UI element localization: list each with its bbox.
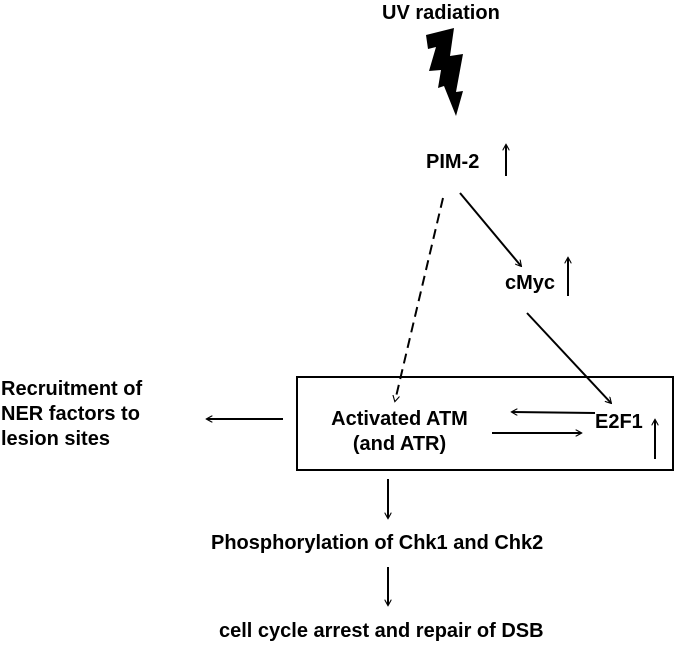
cmyc-label: cMyc: [505, 272, 556, 294]
chk-phosphorylation-label: Phosphorylation of Chk1 and Chk2: [211, 532, 544, 554]
cmyc-to-e2f1-arrow: [526, 312, 611, 403]
e2f1-label: E2F1: [595, 411, 643, 433]
ner-recruitment-label: Recruitment of NER factors to lesion sit…: [1, 378, 143, 450]
cell-cycle-arrest-label: cell cycle arrest and repair of DSB: [219, 620, 544, 642]
lightning-bolt-icon: [426, 28, 463, 116]
activated-atm-label: Activated ATM (and ATR): [331, 408, 468, 455]
uv-radiation-label: UV radiation: [382, 2, 500, 24]
pim2-to-cmyc-arrow: [459, 192, 521, 266]
pim2-to-atm-dashed-arrow: [395, 197, 444, 401]
atm-e2f1-box: [296, 376, 674, 471]
pim2-label: PIM-2: [426, 151, 480, 173]
e2f1-to-atm-arrow: [512, 412, 596, 413]
